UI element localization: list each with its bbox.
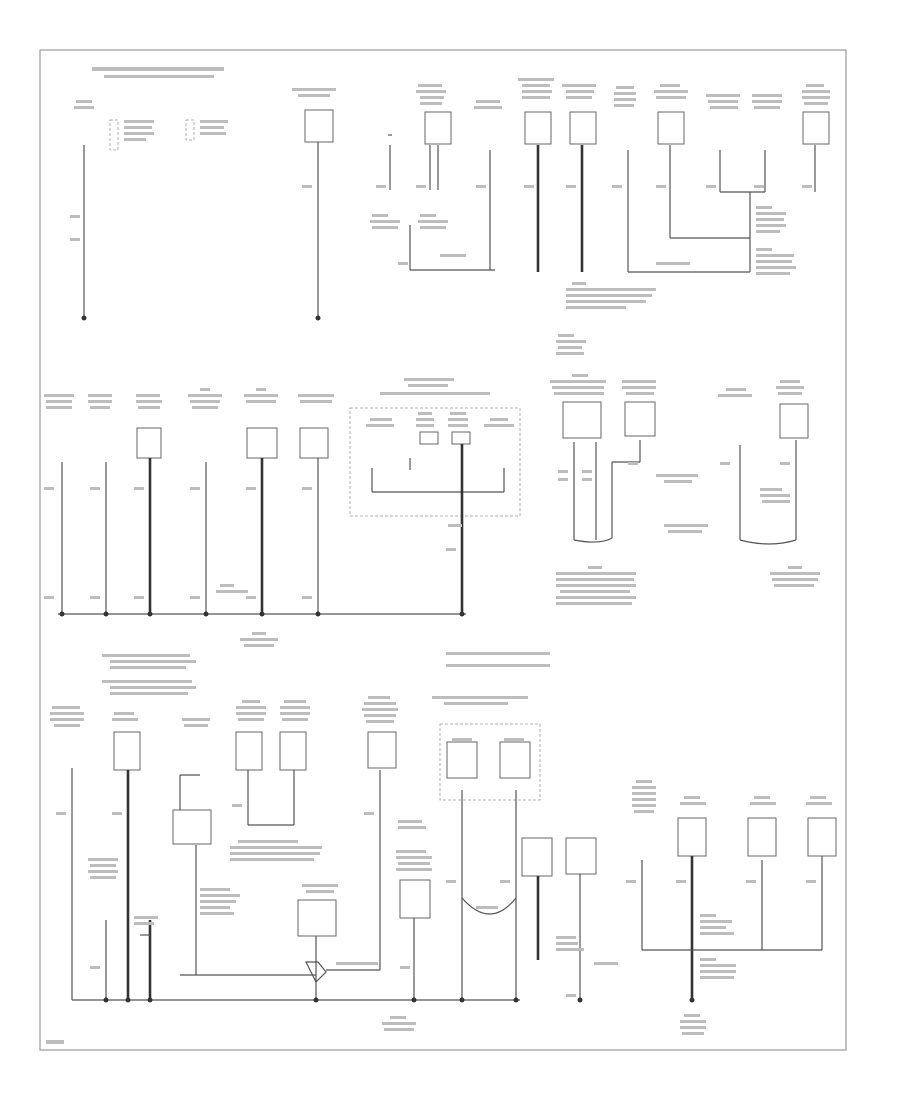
ground-node [689,997,695,1003]
component-label [416,84,446,105]
connector-group-label [380,378,490,395]
lower-section [50,652,837,1035]
component-label [50,696,398,727]
component-label [518,78,554,99]
component-box [499,741,531,779]
component-box [562,401,602,439]
ground-node [577,997,583,1003]
component-label [44,388,334,409]
component-label [632,780,832,813]
ground-node [81,315,87,321]
wire-label [558,462,790,533]
component-label [74,100,94,109]
ground-node [259,611,265,617]
component-box [747,817,777,857]
component-box [624,401,656,437]
component-box [235,731,263,771]
splice-label [556,566,820,605]
upper-section [70,67,830,321]
wire-label [44,487,462,599]
ground-node [459,611,465,617]
connector-group-box [349,407,521,517]
diagram-frame [39,49,847,1051]
ground-node [315,315,321,321]
component-label [550,374,804,397]
relay-box [172,809,212,845]
ground-node [125,997,131,1003]
component-box [779,403,809,439]
component-box [399,879,431,919]
ground-label [240,632,278,647]
component-box [136,427,162,459]
component-box [565,837,597,875]
wire-label [56,804,816,997]
component-label [706,94,740,109]
ground-node [315,611,321,617]
component-box [109,119,119,151]
component-box [185,119,195,141]
component-box [419,431,439,445]
component-label [654,84,688,99]
component-box [446,741,478,779]
component-box [524,111,552,145]
component-box [451,431,471,445]
ground-node [411,997,417,1003]
upper-header-label [92,67,224,78]
component-box [802,111,830,145]
wire-label [70,185,812,265]
component-label [366,412,514,427]
component-label [124,120,154,141]
component-box [279,731,307,771]
component-box [424,111,452,145]
component-label [452,738,524,741]
connector-group-label [432,696,528,705]
component-box [113,731,141,771]
connector-group-box [439,723,541,801]
component-label [474,100,502,109]
ground-node [313,997,319,1003]
page-reference-mark [46,1040,64,1044]
ground-node [103,997,109,1003]
component-box [297,899,337,937]
ground-node [513,997,519,1003]
component-label [292,88,336,97]
splice-label [556,334,586,355]
ground-node [59,611,65,617]
legend-notes [102,652,550,695]
middle-section [44,334,820,647]
ground-node [147,611,153,617]
component-box [367,731,397,769]
component-box [304,109,334,143]
component-label [562,84,596,99]
component-label [752,94,782,109]
ground-node [147,997,153,1003]
component-box [299,427,329,459]
component-box [807,817,837,857]
component-label [802,84,830,105]
ground-node [103,611,109,617]
component-label [200,120,228,135]
component-box [521,837,553,877]
component-box [246,427,278,459]
component-box [657,111,685,145]
component-box [569,111,597,145]
component-label [614,86,636,107]
component-box [677,817,707,857]
splice-label [88,820,736,1035]
ground-node [203,611,209,617]
splice-label [370,206,796,309]
ground-node [459,997,465,1003]
